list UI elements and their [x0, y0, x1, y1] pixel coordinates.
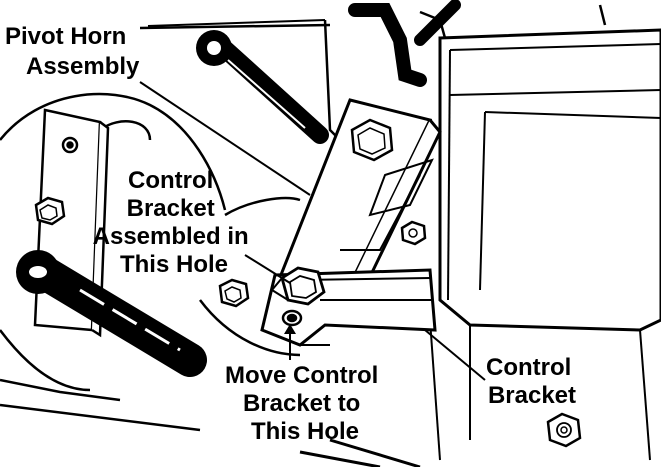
- label-assembled-hole-line-4: This Hole: [120, 251, 228, 278]
- label-move-bracket-line-1: Move Control: [225, 362, 378, 389]
- label-assembled-hole-line-2: Bracket: [127, 195, 215, 222]
- label-control-bracket-line-2: Bracket: [488, 382, 576, 409]
- left-hex-nut: [34, 196, 66, 226]
- label-assembled-hole-line-3: Assembled in: [93, 223, 249, 250]
- label-control-bracket: Control Bracket: [486, 354, 578, 409]
- leader-pivot-horn-lower: [139, 81, 311, 196]
- leader-pivot-horn-top: [147, 19, 326, 27]
- housing-nut: [400, 220, 427, 246]
- left-plate: [33, 108, 110, 338]
- move-arrowhead: [284, 324, 296, 334]
- pivot-top-bolt: [350, 118, 394, 162]
- label-assembled-hole-line-1: Control: [128, 167, 213, 194]
- assembled-bolt: [271, 266, 326, 306]
- bottom-nut: [546, 412, 582, 448]
- middle-hex-nut: [218, 278, 250, 308]
- leader-lines: [139, 19, 486, 381]
- leader-control-bracket: [424, 329, 486, 381]
- label-move-bracket-line-2: Bracket to: [243, 390, 360, 417]
- label-move-bracket-line-3: This Hole: [251, 418, 359, 445]
- label-control-bracket-line-1: Control: [486, 354, 571, 381]
- upper-rod-end: [196, 30, 329, 144]
- label-pivot-horn-line-2: Assembly: [26, 53, 140, 80]
- housing: [429, 28, 661, 461]
- label-pivot-horn-line-1: Pivot Horn: [5, 23, 126, 50]
- leader-assembled-hole: [244, 254, 291, 284]
- label-pivot-horn: Pivot Horn Assembly: [5, 23, 140, 80]
- target-hole: [281, 309, 303, 327]
- lower-rod-end: [16, 250, 207, 377]
- label-move-bracket: Move Control Bracket to This Hole: [225, 362, 385, 445]
- label-assembled-hole: Control Bracket Assembled in This Hole: [93, 167, 256, 278]
- lower-linkage: [0, 378, 421, 467]
